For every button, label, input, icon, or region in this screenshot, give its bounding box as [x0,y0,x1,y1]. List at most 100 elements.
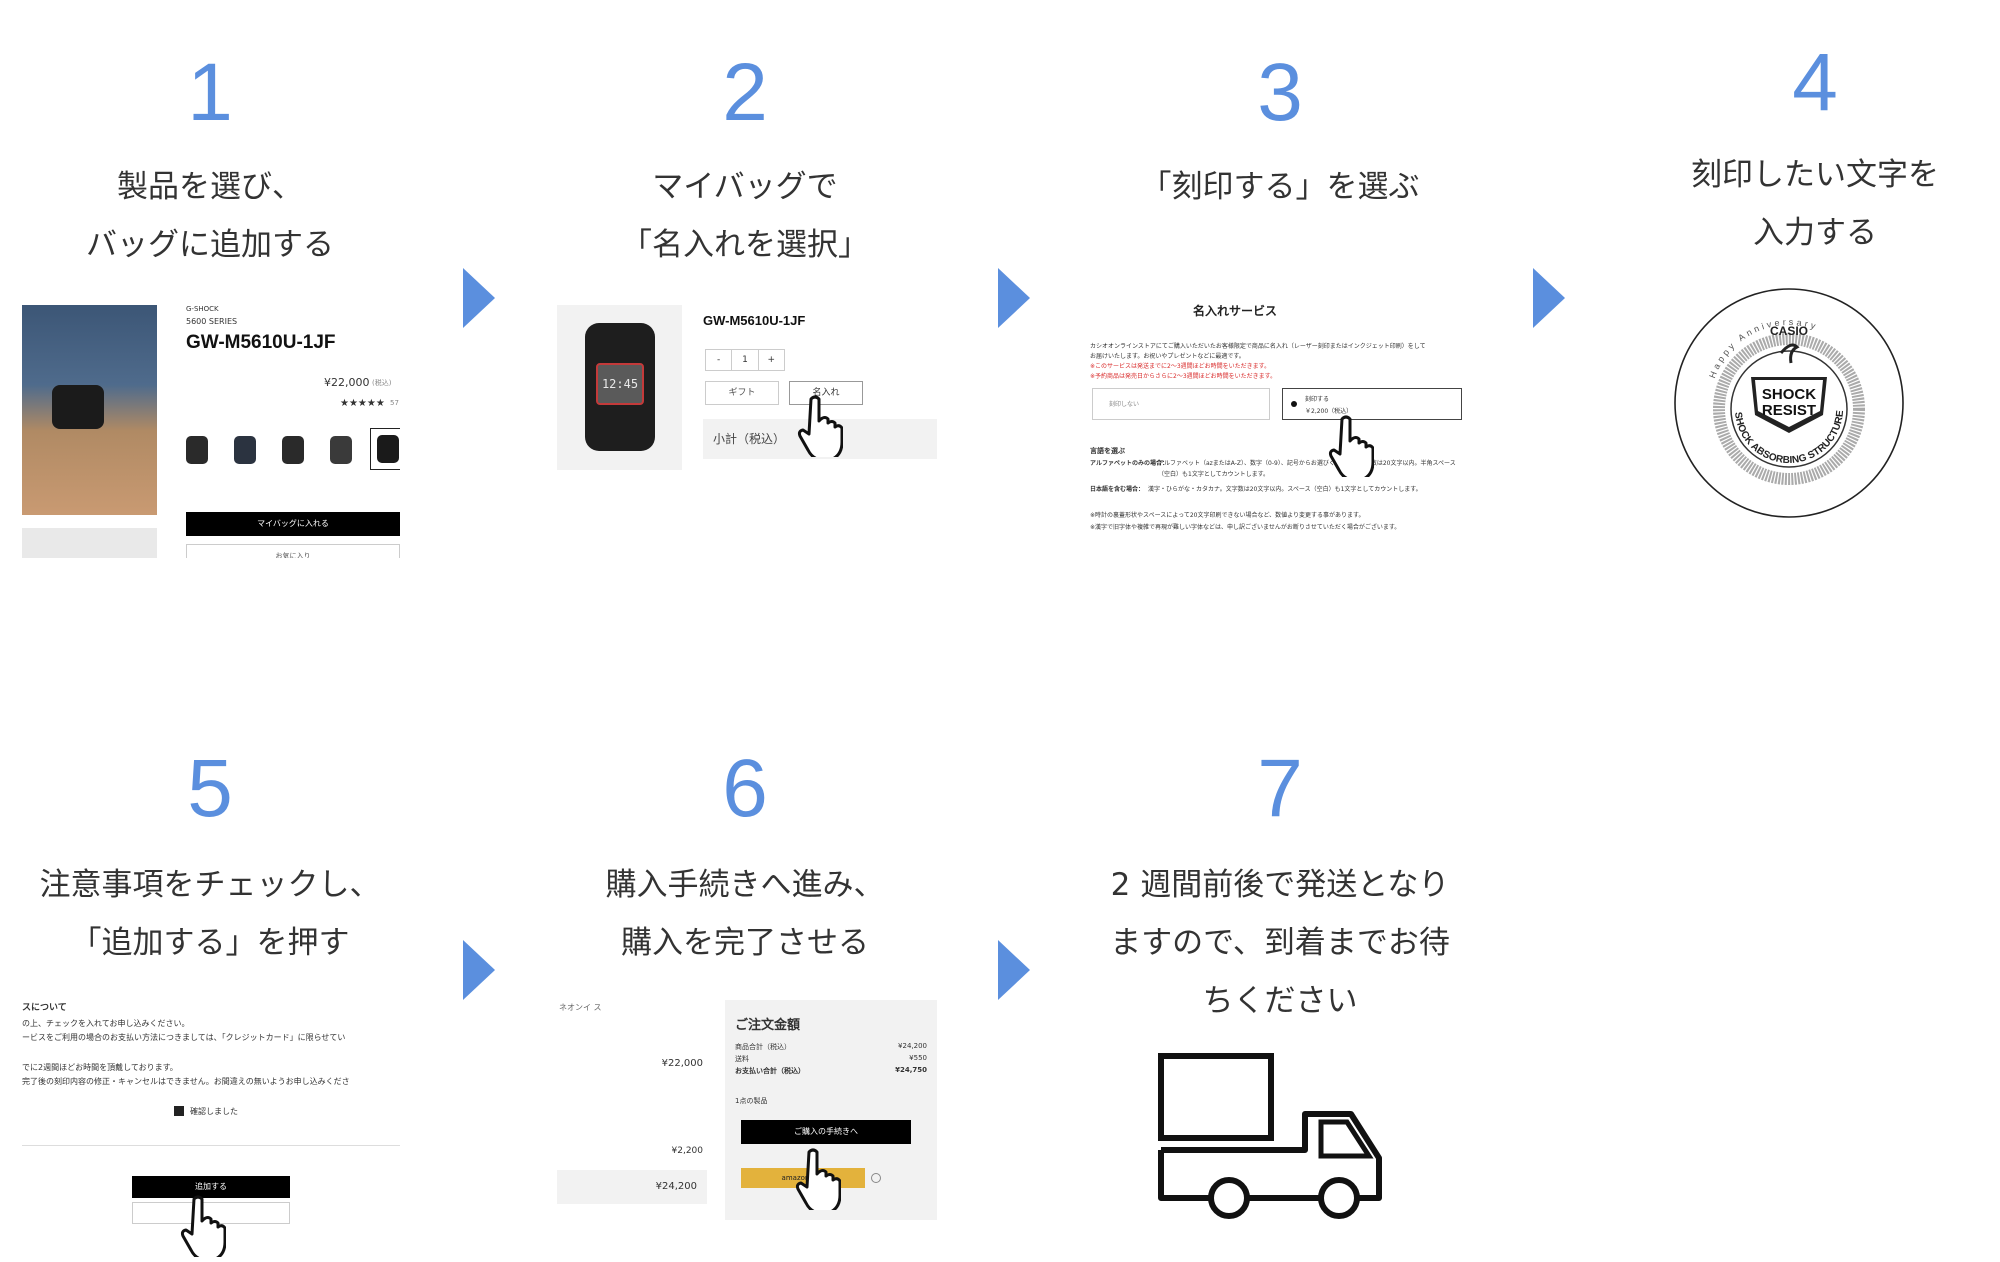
cart-total: ¥24,200 [655,1181,697,1192]
step-number: 3 [1257,47,1303,138]
jp-text: 漢字・ひらがな・カタカナ。文字数は20文字以内。スペース（空白）も1文字としてカ… [1148,486,1422,493]
svg-text:CASIO: CASIO [1770,324,1808,338]
option-no-engraving[interactable]: 刻印しない [1092,388,1270,420]
help-icon[interactable] [871,1173,881,1183]
step-caption: 刻印したい文字を 入力する [1605,146,2000,262]
caption-line: 注意事項をチェックし、 [39,867,381,903]
product-page-screenshot: G-SHOCK 5600 SERIES GW-M5610U-1JF ¥22,00… [22,300,400,558]
subtotal-label: 商品合計（税込） [735,1043,791,1051]
caption-line: 購入手続きへ進み、 [605,867,885,903]
option-label: 刻印する [1305,396,1330,403]
cart-item-name: ネオンイ ス [559,1003,602,1012]
step-caption: 購入手続きへ進み、 購入を完了させる [535,856,955,972]
truck-icon [1158,1053,1382,1219]
caption-line: 2 週間前後で発送となり [1110,867,1450,903]
watch-image-panel: 12:45 [557,305,682,470]
variant-thumb[interactable] [330,436,352,464]
engraving-preview-disc: Happy Anniversary CASIO SHOCK RESIST SHO… [1673,287,1905,519]
engraving-service-screenshot: 名入れサービス カシオオンラインストアにてご購入いただいたお客様限定で商品に名入… [1090,296,1470,541]
option-engrave[interactable]: 刻印する ￥2,200（税込） [1282,388,1462,420]
divider [22,1145,400,1146]
caption-line: 入力する [1753,215,1877,251]
next-arrow-icon [1533,268,1565,328]
pointer-hand-icon [1328,415,1374,477]
rating-count: 57 [390,399,399,407]
shipping-value: ¥550 [909,1054,927,1062]
step-caption: 2 週間前後で発送となり ますので、到着までお待 ちください [1070,856,1490,1030]
engraving-button[interactable]: 名入れ [789,381,863,405]
step-number: 5 [187,743,233,834]
gift-button[interactable]: ギフト [705,381,779,405]
watch-display: 12:45 [596,363,644,405]
pointer-hand-icon [797,395,843,457]
product-photo-thumb [22,528,157,558]
grand-total-value: ¥24,750 [895,1066,927,1074]
service-desc: お届けいたします。お祝いやプレゼントなどに最適です。 [1090,353,1245,360]
cart-total-row: ¥24,200 [557,1170,707,1204]
notice-check-screenshot: スについて の上、チェックを入れてお申し込みください。 ービスをご利用の場合のお… [22,1000,400,1245]
product-price: ¥22,000 [324,376,370,389]
checkout-screenshot: ネオンイ ス ¥22,000 ¥2,200 ¥24,200 ご注文金額 商品合計… [557,1000,937,1220]
caption-line: ちください [1202,983,1358,1019]
caption-line: 「追加する」を押す [70,925,350,961]
step-number: 2 [722,47,768,138]
notice-line: 完了後の刻印内容の修正・キャンセルはできません。お間違えの無いようお申し込みくだ… [22,1077,350,1086]
color-variants[interactable] [186,426,400,472]
bag-item-model: GW-M5610U-1JF [703,313,806,328]
svg-text:SHOCK: SHOCK [1762,386,1816,403]
qty-value[interactable]: 1 [731,350,759,370]
add-to-bag-button[interactable]: マイバッグに入れる [186,512,400,536]
favorite-button[interactable]: お気に入り [186,544,400,558]
watch-on-wrist-image [52,385,104,429]
product-photo [22,305,157,515]
step-caption: マイバッグで 「名入れを選択」 [535,158,955,274]
rating-stars: ★★★★★ [340,398,385,409]
cart-summary-left: ネオンイ ス ¥22,000 ¥2,200 ¥24,200 [557,1000,707,1210]
shipping-label: 送料 [735,1055,749,1063]
item-count: 1点の製品 [735,1097,768,1105]
series-label: 5600 SERIES [186,317,238,326]
watch-image: 12:45 [585,323,655,451]
my-bag-screenshot: 12:45 GW-M5610U-1JF - 1 + ギフト 名入れ 小計（税込） [557,305,937,470]
proceed-checkout-button[interactable]: ご購入の手続きへ [741,1120,911,1144]
next-arrow-icon [463,268,495,328]
add-button[interactable]: 追加する [132,1176,290,1198]
variant-thumb[interactable] [186,436,208,464]
next-arrow-icon [998,940,1030,1000]
pointer-hand-icon [180,1195,226,1257]
caption-line: バッグに追加する [86,227,334,263]
step-caption: 「刻印する」を選ぶ [1070,158,1490,216]
tax-label: (税込) [372,379,392,387]
step-number: 7 [1257,743,1303,834]
step-number: 1 [187,47,233,138]
checkbox-checked-icon[interactable] [174,1106,184,1116]
notice-line: でに2週間ほどお時間を頂戴しております。 [22,1063,178,1072]
engraving-note: ※漢字で旧字体や複雑で再現が難しい字体などは、申し訳ございませんがお断りさせてい… [1090,524,1401,531]
alpha-text: アルファベット（azまたはA-Z）、数字（0-9）、記号からお選びください。文字… [1158,460,1456,478]
variant-thumb[interactable] [282,436,304,464]
notice-title: スについて [22,1003,67,1013]
cart-item-price: ¥22,000 [661,1058,703,1069]
qty-minus-button[interactable]: - [717,355,721,365]
caption-line: 「名入れを選択」 [621,227,869,263]
caption-line: 製品を選び、 [117,169,303,205]
delivery-truck-icon [1155,1050,1395,1220]
caption-line: 「刻印する」を選ぶ [1140,169,1420,205]
product-model: GW-M5610U-1JF [186,332,336,353]
variant-selected[interactable] [370,428,400,470]
service-desc: カシオオンラインストアにてご購入いただいたお客様限定で商品に名入れ（レーザー刻印… [1090,343,1426,350]
variant-thumb[interactable] [234,436,256,464]
step-caption: 製品を選び、 バッグに追加する [0,158,420,274]
quantity-stepper[interactable]: - 1 + [705,349,785,371]
next-arrow-icon [463,940,495,1000]
pointer-hand-icon [795,1148,841,1210]
casio-logo-disc-icon: Happy Anniversary CASIO SHOCK RESIST SHO… [1674,288,1904,518]
grand-total-label: お支払い合計（税込） [735,1067,805,1075]
engraving-note: ※時計の裏蓋形状やスペースによって20文字印刷できない場合など、数値より変更する… [1090,512,1365,519]
jp-label: 日本語を含む場合： [1090,486,1145,493]
qty-plus-button[interactable]: + [767,355,776,365]
caption-line: 購入を完了させる [621,925,869,961]
service-note: ※予約商品は発売日からさらに2〜3週間ほどお時間をいただきます。 [1090,373,1277,380]
notice-line: の上、チェックを入れてお申し込みください。 [22,1019,190,1028]
step-number: 4 [1792,37,1838,128]
